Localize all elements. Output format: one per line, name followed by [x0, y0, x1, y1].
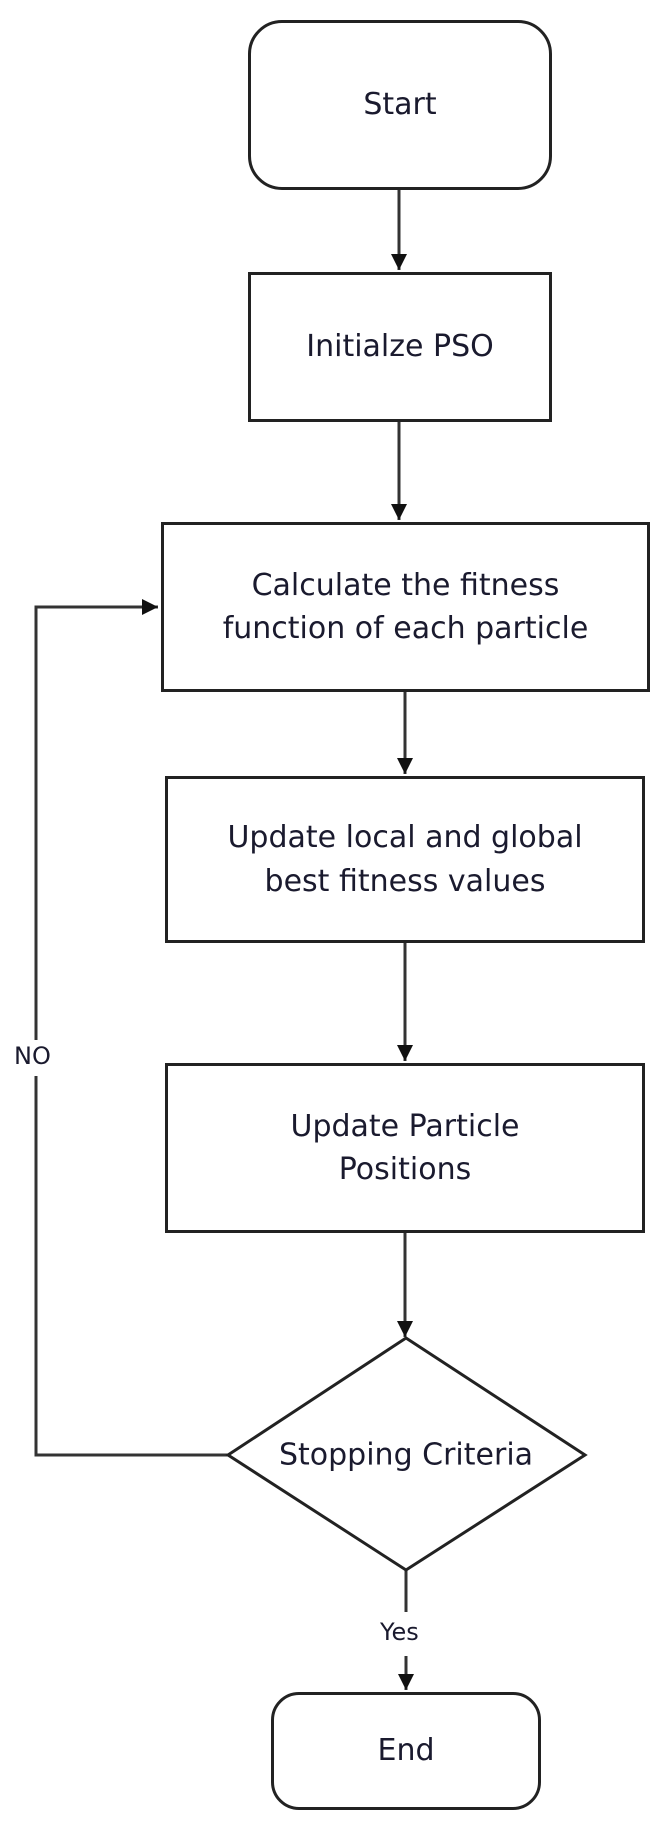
edge-no-loop [34, 1076, 228, 1457]
stopping-criteria-label: Stopping Criteria [278, 1437, 534, 1473]
edge-no-loop-upper [34, 599, 158, 1040]
start-node: Start [248, 20, 552, 190]
update-positions-line2: Positions [338, 1152, 472, 1187]
yes-edge-label: Yes [380, 1618, 419, 1646]
update-best-line1: Update local and global [227, 820, 583, 855]
decision-diamond-shape [225, 1336, 588, 1572]
no-edge-label: NO [14, 1042, 51, 1070]
update-positions-line1: Update Particle [290, 1108, 520, 1144]
update-positions-node: Update Particle Positions [165, 1063, 645, 1233]
update-best-line2: best fitness values [264, 863, 546, 899]
initialize-pso-label: Initialze PSO [306, 329, 494, 365]
update-best-node: Update local and global best fitness val… [165, 776, 645, 943]
calculate-fitness-node: Calculate the fitness function of each p… [161, 522, 650, 692]
start-label: Start [363, 87, 437, 123]
initialize-pso-node: Initialze PSO [248, 272, 552, 422]
end-node: End [271, 1692, 541, 1810]
calculate-fitness-line2: function of each particle [222, 611, 589, 646]
calculate-fitness-line1: Calculate the fitness [251, 567, 560, 603]
end-label: End [377, 1733, 435, 1769]
